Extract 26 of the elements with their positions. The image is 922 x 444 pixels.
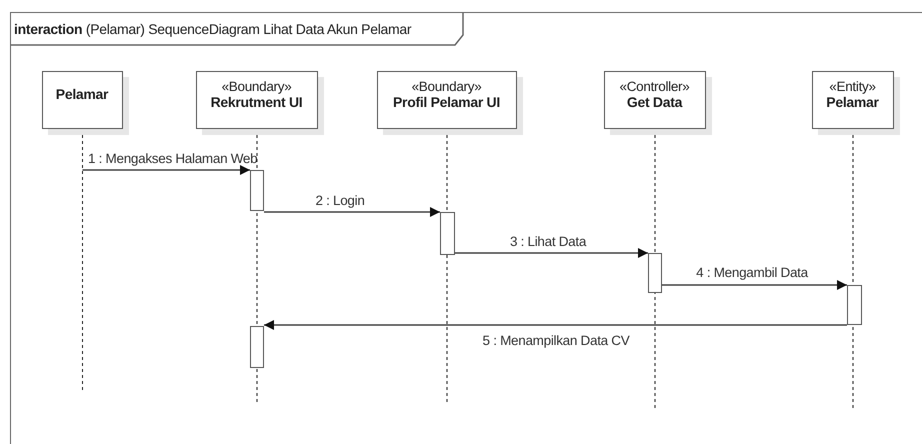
message-label: 4 : Mengambil Data [696,265,808,280]
message-arrow [264,207,440,217]
message-arrow [82,165,250,175]
message-label: 5 : Menampilkan Data CV [482,333,630,348]
frame-title: interaction (Pelamar) SequenceDiagram Lihat Data Akun Pelamar [14,21,412,37]
message-label: 2 : Login [315,193,365,208]
stereotype-label: «Entity» [828,78,877,94]
message-label: 3 : Lihat Data [510,234,586,249]
message-arrow [455,248,648,258]
stereotype-label: «Boundary» [220,78,292,94]
message-arrow [662,280,847,290]
participant-name: Pelamar [54,86,110,102]
message-label: 1 : Mengakses Halaman Web [88,151,258,166]
participant-name: Profil Pelamar UI [392,94,501,110]
activation-bar [250,326,264,368]
participant-name: Get Data [626,94,684,110]
activation-bar [250,170,264,210]
message-arrow [264,320,847,330]
activation-bar [440,212,454,254]
stereotype-label: «Boundary» [410,78,482,94]
stereotype-label: «Controller» [618,78,690,94]
participant-name: Rekrutment UI [210,94,304,110]
participant-name: Pelamar [825,94,880,110]
frame-border [10,12,922,444]
activation-bar [648,252,662,292]
activation-bar [846,284,862,324]
